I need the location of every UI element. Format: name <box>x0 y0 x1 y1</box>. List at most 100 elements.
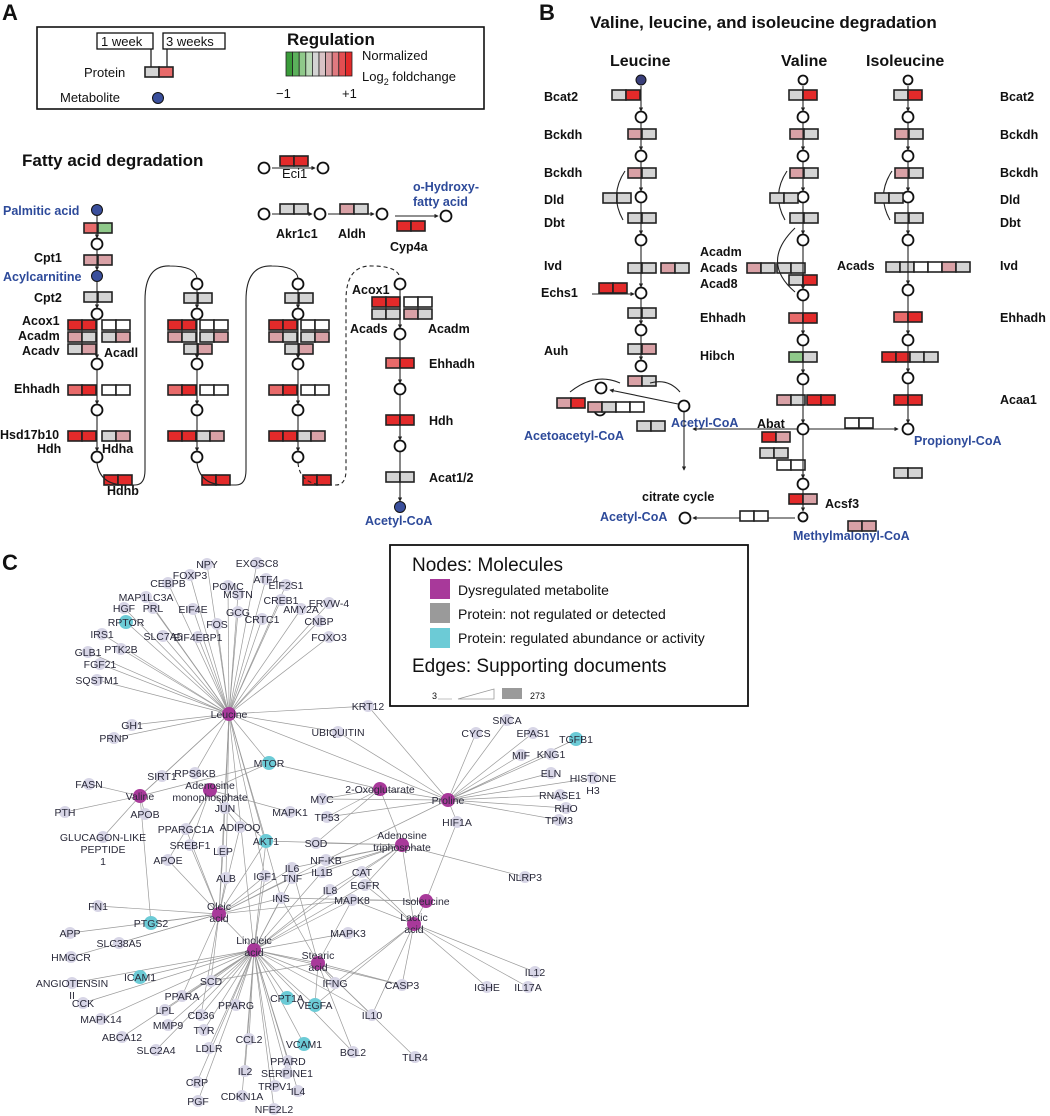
protein-box <box>181 319 197 331</box>
protein-node <box>239 1065 251 1077</box>
network-edge <box>315 788 381 844</box>
week3-box <box>162 32 226 50</box>
network-edge <box>210 913 220 982</box>
network-edge <box>152 607 230 715</box>
network-edge <box>208 949 255 1049</box>
left-label-bckdh-2: Bckdh <box>544 166 582 180</box>
network-edge <box>253 949 319 964</box>
protein-node <box>189 767 201 779</box>
right-label-acaa1: Acaa1 <box>1000 393 1037 407</box>
protein-box <box>67 384 83 396</box>
measured-metabolite <box>91 270 103 282</box>
legend-swatch-metabolite <box>430 579 450 599</box>
network-edge <box>87 651 230 715</box>
network-edge <box>253 840 267 951</box>
node-label: NF-KB <box>310 855 342 867</box>
protein-node <box>176 990 188 1002</box>
node-label: CNBP <box>304 616 333 628</box>
protein-box <box>115 430 131 442</box>
metabolite-node <box>901 149 915 163</box>
protein-box <box>739 510 755 522</box>
protein-box <box>81 430 97 442</box>
panel-a: A 1 week 3 weeks Protein Metabolite Regu… <box>0 0 485 528</box>
protein-box <box>881 351 897 363</box>
protein-box <box>296 430 312 442</box>
protein-box <box>385 308 401 320</box>
protein-node <box>286 872 298 884</box>
node-label: PTH <box>55 807 76 819</box>
network-edge <box>253 949 288 1074</box>
protein-node <box>159 1004 171 1016</box>
network-edge <box>100 949 255 1020</box>
legend-protein-week1 <box>144 66 160 78</box>
panel-a-legend: 1 week 3 weeks Protein Metabolite Regula… <box>36 26 485 110</box>
node-label: FOXP3 <box>173 570 208 582</box>
protein-box <box>769 192 785 204</box>
protein-box <box>316 474 332 486</box>
node-label: SQSTM1 <box>75 675 118 687</box>
hydroxy-fatty-acid-label-1: o-Hydroxy- <box>413 180 479 194</box>
column-isoleucine: Isoleucine <box>866 53 944 70</box>
metabolite-node <box>190 277 204 291</box>
metabolite-node <box>796 288 810 302</box>
legend-edges-title: Edges: Supporting documents <box>412 656 667 677</box>
node-label: IL4 <box>291 1086 306 1098</box>
protein-box <box>790 262 806 274</box>
protein-box <box>181 430 197 442</box>
node-label: CRTC1 <box>245 614 280 626</box>
node-label: IFNG <box>322 978 347 990</box>
node-label: IGF1 <box>253 871 276 883</box>
node-label: IL8 <box>323 885 338 897</box>
protein-node <box>268 1103 280 1115</box>
network-edge <box>167 859 220 915</box>
panel-c-legend: Nodes: Molecules Dysregulated metabolite… <box>389 544 749 707</box>
network-edge <box>88 783 141 797</box>
protein-box <box>616 192 632 204</box>
palmitic-acid-label: Palmitic acid <box>3 204 79 218</box>
network-edge <box>218 899 353 915</box>
protein-node <box>310 837 322 849</box>
protein-box <box>300 384 316 396</box>
curved-arrow <box>649 381 681 393</box>
metabolite-node <box>796 333 810 347</box>
protein-node <box>409 1051 421 1063</box>
node-label: CD36 <box>188 1010 215 1022</box>
metabolite-node <box>291 277 305 291</box>
curved-arrow <box>569 378 621 393</box>
legend-item-metabolite: Dysregulated metabolite <box>458 582 609 598</box>
node-label: TGFB1 <box>559 734 593 746</box>
node-label: MYC <box>310 794 334 806</box>
protein-node <box>92 900 104 912</box>
network-edge <box>228 713 339 733</box>
protein-node <box>94 658 106 670</box>
node-label: ATF4 <box>254 574 279 586</box>
protein-node <box>66 977 78 989</box>
protein-box <box>385 296 401 308</box>
scale-step <box>331 51 340 77</box>
protein-node <box>366 1009 378 1021</box>
node-label: PPARGC1A <box>158 824 214 836</box>
protein-node <box>527 727 539 739</box>
protein-box <box>314 319 330 331</box>
protein-box <box>279 203 295 215</box>
enzyme-acox1-b: Acox1 <box>352 283 390 297</box>
enzyme-ehhadh-b: Ehhadh <box>429 357 475 371</box>
node-label: triphosphate <box>373 842 431 854</box>
node-label: NPY <box>196 559 218 571</box>
node-label: APP <box>59 928 80 940</box>
legend-protein-week3 <box>158 66 174 78</box>
protein-box <box>97 222 113 234</box>
protein-box <box>83 222 99 234</box>
protein-node <box>232 588 244 600</box>
panel-b: B Valine, leucine, and isoleucine degrad… <box>524 0 1046 543</box>
protein-box <box>83 291 99 303</box>
protein-node <box>481 981 493 993</box>
network-edge <box>228 578 267 715</box>
node-label: HGF <box>113 603 135 615</box>
protein-node <box>515 749 527 761</box>
protein-node <box>139 808 151 820</box>
protein-box <box>861 520 877 532</box>
network-edge <box>325 799 449 861</box>
protein-box <box>790 459 806 471</box>
